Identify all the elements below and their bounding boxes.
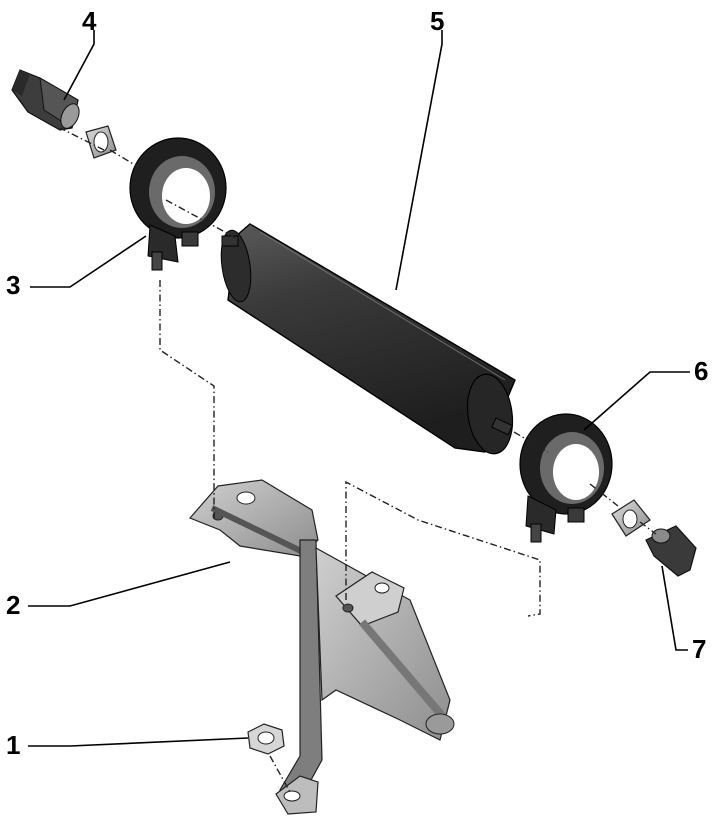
part-1-nut (247, 723, 285, 755)
part-2-bracket (188, 479, 455, 815)
callout-5: 5 (430, 6, 445, 36)
part-6-clip (611, 499, 651, 537)
part-4-clip (85, 125, 117, 159)
part-5-canister (220, 223, 516, 455)
assembly-dashed-lines (59, 127, 657, 793)
callout-6: 6 (694, 356, 709, 386)
part-4-hose-connector (11, 69, 80, 131)
callout-3: 3 (6, 270, 21, 300)
callout-4: 4 (82, 6, 97, 36)
leader-lines (28, 30, 690, 747)
part-3-clamp (129, 137, 227, 271)
callout-7: 7 (692, 634, 707, 664)
part-7-hose-end (645, 525, 697, 577)
callout-2: 2 (6, 590, 21, 620)
part-6-clamp (519, 413, 613, 543)
callout-1: 1 (6, 730, 21, 760)
